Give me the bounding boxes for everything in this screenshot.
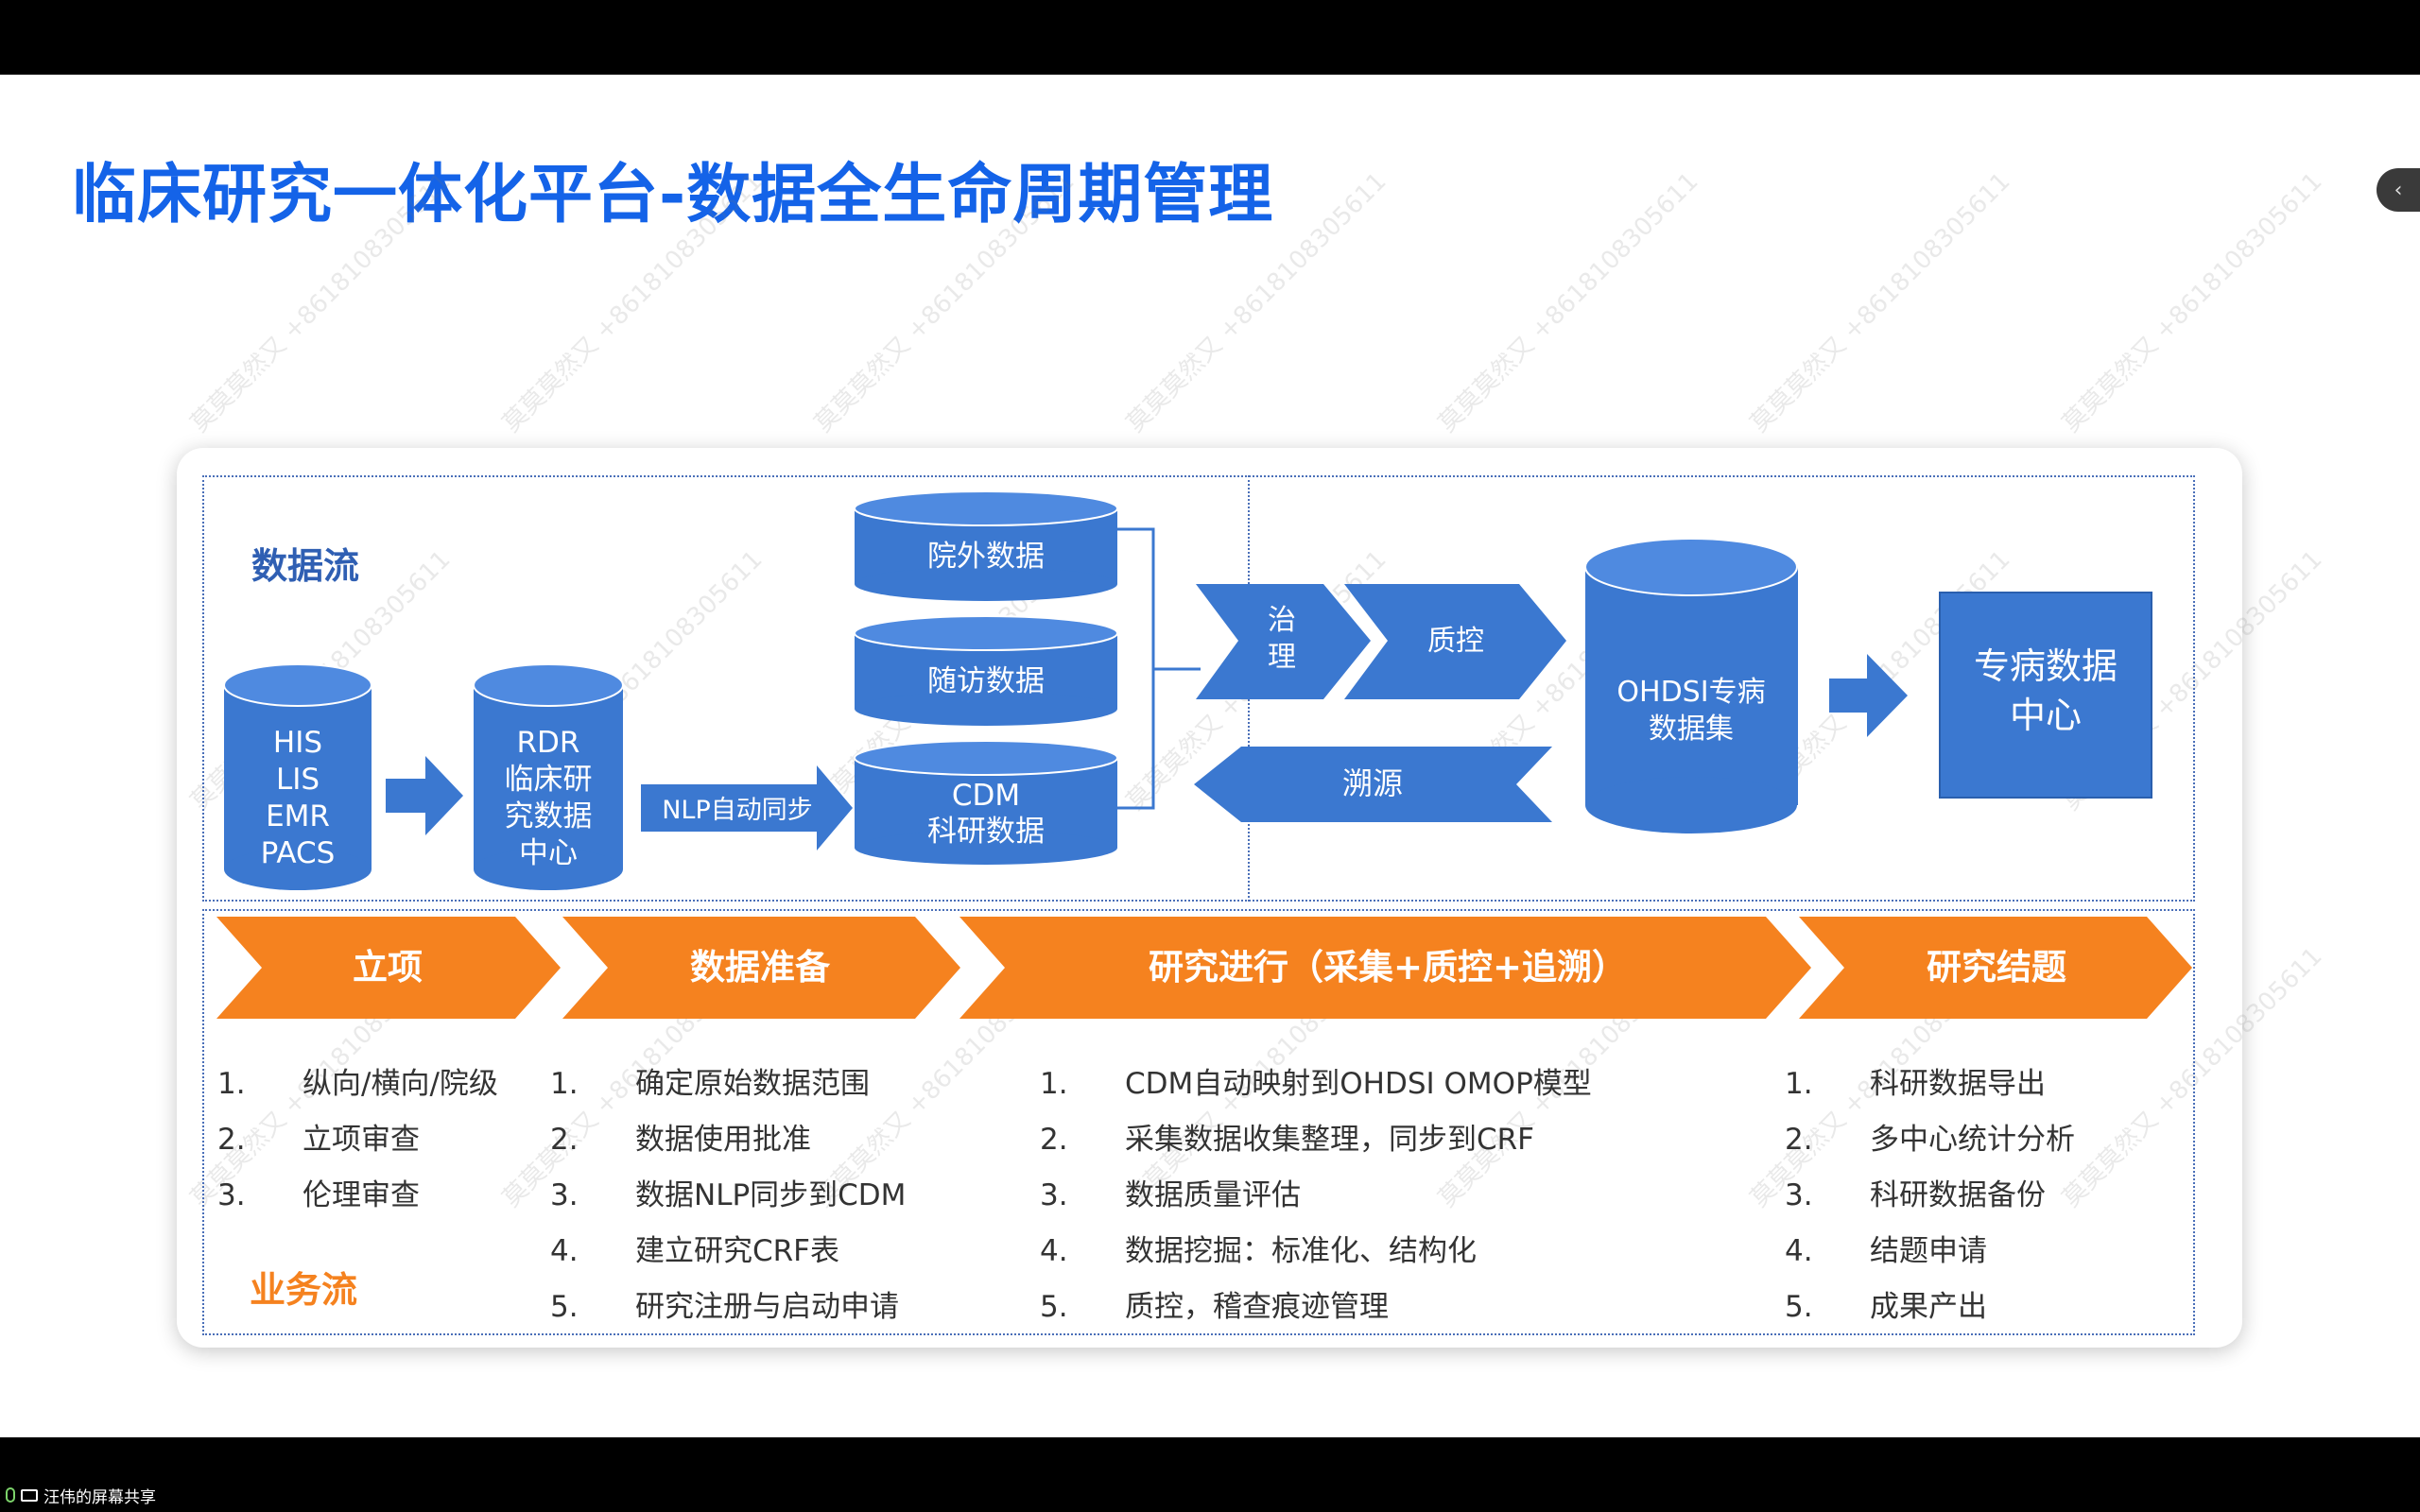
- list-item: 2. 多中心统计分析: [1785, 1112, 2075, 1168]
- list-item: 3. 伦理审查: [217, 1168, 498, 1224]
- list-item: 4. 建立研究CRF表: [550, 1224, 906, 1280]
- item-text: 数据使用批准: [635, 1123, 811, 1157]
- list-item: 5. 成果产出: [1785, 1280, 2075, 1335]
- item-number: 5.: [1785, 1290, 1813, 1324]
- item-number: 5.: [1040, 1290, 1068, 1324]
- list-item: 3. 科研数据备份: [1785, 1168, 2075, 1224]
- item-number: 1.: [1785, 1067, 1813, 1101]
- item-text: 伦理审查: [302, 1178, 420, 1212]
- item-number: 3.: [1785, 1178, 1813, 1212]
- list-item: 4. 结题申请: [1785, 1224, 2075, 1280]
- item-text: 纵向/横向/院级: [302, 1067, 498, 1101]
- list-item: 1. 科研数据导出: [1785, 1057, 2075, 1112]
- item-text: 科研数据导出: [1870, 1067, 2046, 1101]
- list-item: 5. 质控，稽查痕迹管理: [1040, 1280, 1592, 1335]
- item-number: 1.: [1040, 1067, 1068, 1101]
- data-flow-label: 数据流: [251, 545, 360, 587]
- item-text: 确定原始数据范围: [635, 1067, 870, 1101]
- item-number: 2.: [217, 1123, 246, 1157]
- business-flow-box: [202, 909, 2195, 1335]
- item-number: 5.: [550, 1290, 579, 1324]
- phase-1-list: 1. 纵向/横向/院级 2. 立项审查 3. 伦理审查: [217, 1057, 498, 1224]
- list-item: 4. 数据挖掘：标准化、结构化: [1040, 1224, 1592, 1280]
- screen-share-indicator[interactable]: 汪伟的屏幕共享: [6, 1484, 156, 1507]
- item-text: 研究注册与启动申请: [635, 1290, 899, 1324]
- item-number: 4.: [1785, 1234, 1813, 1268]
- item-text: 科研数据备份: [1870, 1178, 2046, 1212]
- item-text: 立项审查: [302, 1123, 420, 1157]
- item-number: 2.: [1785, 1123, 1813, 1157]
- top-black-bar: [0, 0, 2420, 75]
- phase-2-list: 1. 确定原始数据范围 2. 数据使用批准 3. 数据NLP同步到CDM 4. 建立研究…: [550, 1057, 906, 1335]
- collapse-panel-button[interactable]: ‹: [2377, 168, 2420, 212]
- item-text: 结题申请: [1870, 1234, 1987, 1268]
- list-item: 1. 确定原始数据范围: [550, 1057, 906, 1112]
- item-number: 3.: [1040, 1178, 1068, 1212]
- item-number: 1.: [217, 1067, 246, 1101]
- item-text: 数据质量评估: [1125, 1178, 1301, 1212]
- microphone-icon: [6, 1487, 15, 1503]
- item-text: 多中心统计分析: [1870, 1123, 2075, 1157]
- slide-title: 临床研究一体化平台-数据全生命周期管理: [72, 158, 1274, 232]
- item-number: 3.: [550, 1178, 579, 1212]
- list-item: 1. 纵向/横向/院级: [217, 1057, 498, 1112]
- list-item: 2. 立项审查: [217, 1112, 498, 1168]
- list-item: 2. 采集数据收集整理，同步到CRF: [1040, 1112, 1592, 1168]
- item-text: 采集数据收集整理，同步到CRF: [1125, 1123, 1535, 1157]
- item-text: CDM自动映射到OHDSI OMOP模型: [1125, 1067, 1592, 1101]
- business-flow-label: 业务流: [250, 1269, 358, 1311]
- data-flow-box: [202, 475, 2195, 902]
- list-item: 3. 数据质量评估: [1040, 1168, 1592, 1224]
- item-number: 2.: [550, 1123, 579, 1157]
- item-text: 数据挖掘：标准化、结构化: [1125, 1234, 1477, 1268]
- list-item: 1. CDM自动映射到OHDSI OMOP模型: [1040, 1057, 1592, 1112]
- item-text: 质控，稽查痕迹管理: [1125, 1290, 1389, 1324]
- item-number: 2.: [1040, 1123, 1068, 1157]
- bottom-black-bar: [0, 1437, 2420, 1512]
- item-number: 4.: [550, 1234, 579, 1268]
- screen-share-icon: [21, 1488, 38, 1502]
- item-number: 1.: [550, 1067, 579, 1101]
- list-item: 2. 数据使用批准: [550, 1112, 906, 1168]
- list-item: 3. 数据NLP同步到CDM: [550, 1168, 906, 1224]
- item-number: 4.: [1040, 1234, 1068, 1268]
- chevron-left-icon: ‹: [2394, 178, 2403, 202]
- item-text: 数据NLP同步到CDM: [635, 1178, 907, 1212]
- item-text: 建立研究CRF表: [635, 1234, 840, 1268]
- phase-3-list: 1. CDM自动映射到OHDSI OMOP模型 2. 采集数据收集整理，同步到CRF…: [1040, 1057, 1592, 1335]
- list-item: 5. 研究注册与启动申请: [550, 1280, 906, 1335]
- screen-share-label: 汪伟的屏幕共享: [43, 1487, 156, 1507]
- item-number: 3.: [217, 1178, 246, 1212]
- phase-4-list: 1. 科研数据导出 2. 多中心统计分析 3. 科研数据备份 4. 结题申请 5. 成果产…: [1785, 1057, 2075, 1335]
- item-text: 成果产出: [1870, 1290, 1987, 1324]
